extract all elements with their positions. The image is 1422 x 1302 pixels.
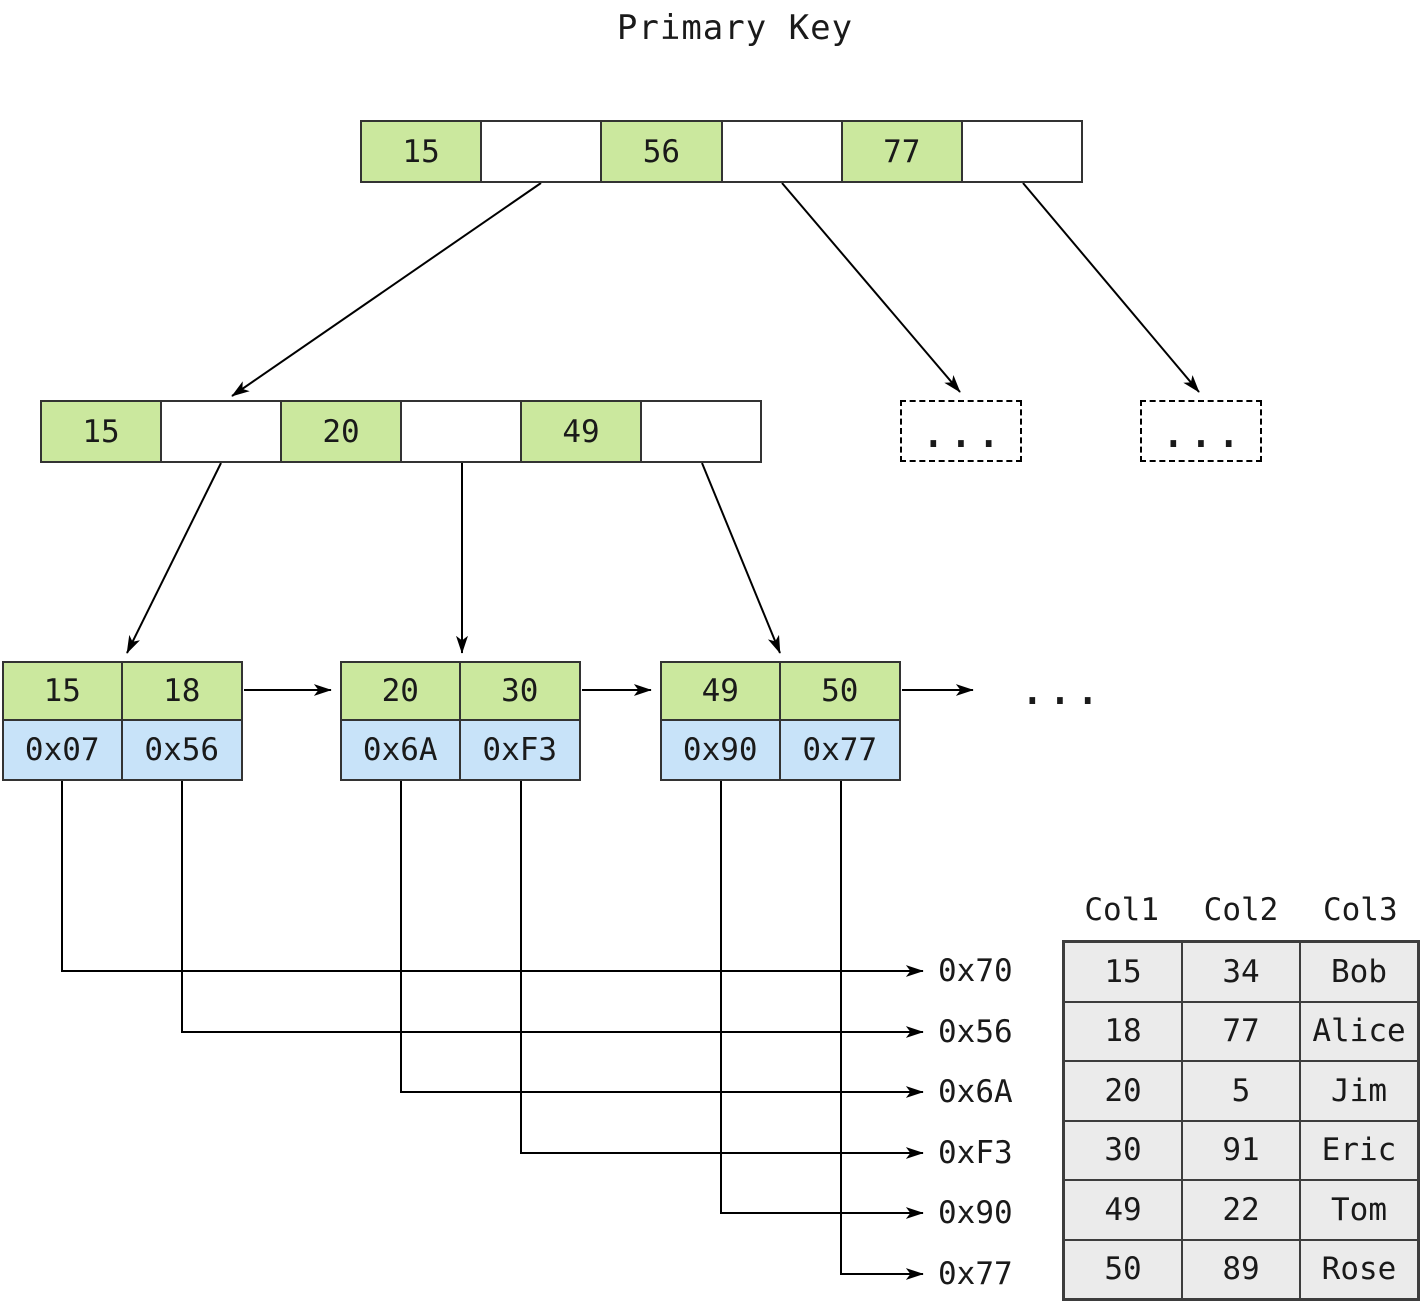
table-cell: 34 bbox=[1182, 942, 1300, 1002]
internal-node-empty-cell bbox=[642, 402, 760, 461]
arrow-root-to-ellipsis-2 bbox=[1022, 182, 1200, 393]
table-cell: 5 bbox=[1182, 1061, 1300, 1121]
leaf-key-cell: 20 bbox=[342, 663, 461, 721]
leaf-address-cell: 0x56 bbox=[122, 721, 241, 779]
leaf-address-cell: 0xF3 bbox=[460, 721, 579, 779]
table-header-cell: Col2 bbox=[1203, 892, 1279, 928]
pointer-address-label: 0x6A bbox=[938, 1074, 1013, 1110]
leaf-key-cell: 18 bbox=[122, 663, 241, 721]
table-cell: Tom bbox=[1300, 1180, 1418, 1240]
root-node-key-cell: 15 bbox=[362, 122, 483, 181]
leaf-node-2: 20 30 0x6A 0xF3 bbox=[340, 661, 581, 781]
table-header-row: Col1 Col2 Col3 bbox=[1062, 891, 1420, 929]
leaf-address-cell: 0x90 bbox=[662, 721, 781, 779]
internal-node-key-cell: 15 bbox=[42, 402, 162, 461]
leaf-key-cell: 30 bbox=[460, 663, 579, 721]
pointer-line-0x90 bbox=[720, 781, 924, 1219]
table-cell: Alice bbox=[1300, 1001, 1418, 1061]
table-cell: 30 bbox=[1064, 1120, 1182, 1180]
leaf-key-cell: 50 bbox=[780, 663, 899, 721]
table-cell: 91 bbox=[1182, 1120, 1300, 1180]
internal-node-empty-cell bbox=[402, 402, 522, 461]
internal-node: 15 20 49 bbox=[40, 400, 762, 463]
root-node-empty-cell bbox=[723, 122, 843, 181]
data-table: 15 34 Bob 18 77 Alice 20 5 Jim 30 91 Eri… bbox=[1062, 940, 1420, 1301]
internal-node-key-cell: 49 bbox=[522, 402, 642, 461]
table-cell: 49 bbox=[1064, 1180, 1182, 1240]
pointer-line-0x77 bbox=[840, 781, 924, 1280]
root-node-empty-cell bbox=[482, 122, 603, 181]
pointer-address-label: 0x77 bbox=[938, 1256, 1013, 1292]
leaf-chain-ellipsis: ... bbox=[1018, 661, 1102, 715]
root-node-empty-cell bbox=[963, 122, 1081, 181]
leaf-node-3: 49 50 0x90 0x77 bbox=[660, 661, 901, 781]
pointer-line-0x6A bbox=[400, 781, 924, 1098]
table-cell: Jim bbox=[1300, 1061, 1418, 1121]
leaf-node-1: 15 18 0x07 0x56 bbox=[2, 661, 243, 781]
pointer-address-label: 0x70 bbox=[938, 953, 1013, 989]
table-cell: Eric bbox=[1300, 1120, 1418, 1180]
root-node-key-cell: 56 bbox=[602, 122, 723, 181]
pointer-address-label: 0x56 bbox=[938, 1014, 1013, 1050]
ellipsis-node-2: ... bbox=[1140, 400, 1262, 462]
table-cell: 22 bbox=[1182, 1180, 1300, 1240]
leaf-address-cell: 0x77 bbox=[780, 721, 899, 779]
table-header-cell: Col3 bbox=[1322, 892, 1398, 928]
arrow-internal-to-leaf-1 bbox=[126, 462, 222, 654]
root-node-key-cell: 77 bbox=[842, 122, 963, 181]
pointer-address-label: 0x90 bbox=[938, 1195, 1013, 1231]
arrow-root-to-ellipsis-1 bbox=[781, 182, 961, 393]
table-cell: Bob bbox=[1300, 942, 1418, 1002]
leaf-address-cell: 0x07 bbox=[4, 721, 123, 779]
root-node: 15 56 77 bbox=[360, 120, 1083, 183]
table-cell: 18 bbox=[1064, 1001, 1182, 1061]
leaf-key-cell: 15 bbox=[4, 663, 123, 721]
table-header-cell: Col1 bbox=[1084, 892, 1159, 928]
pointer-line-0xF3 bbox=[520, 781, 924, 1159]
leaf-key-cell: 49 bbox=[662, 663, 781, 721]
diagram-title: Primary Key bbox=[616, 8, 854, 48]
ellipsis-node-1: ... bbox=[900, 400, 1022, 462]
table-cell: 20 bbox=[1064, 1061, 1182, 1121]
pointer-address-label: 0xF3 bbox=[938, 1135, 1013, 1171]
arrow-internal-to-leaf-3 bbox=[701, 462, 781, 654]
table-cell: Rose bbox=[1300, 1239, 1418, 1299]
leaf-address-cell: 0x6A bbox=[342, 721, 461, 779]
table-cell: 89 bbox=[1182, 1239, 1300, 1299]
table-cell: 15 bbox=[1064, 942, 1182, 1002]
internal-node-key-cell: 20 bbox=[282, 402, 402, 461]
pointer-line-0x56 bbox=[181, 781, 924, 1038]
internal-node-empty-cell bbox=[162, 402, 282, 461]
table-cell: 50 bbox=[1064, 1239, 1182, 1299]
arrow-root-to-internal bbox=[231, 182, 542, 397]
table-cell: 77 bbox=[1182, 1001, 1300, 1061]
pointer-line-0x70 bbox=[61, 781, 924, 977]
